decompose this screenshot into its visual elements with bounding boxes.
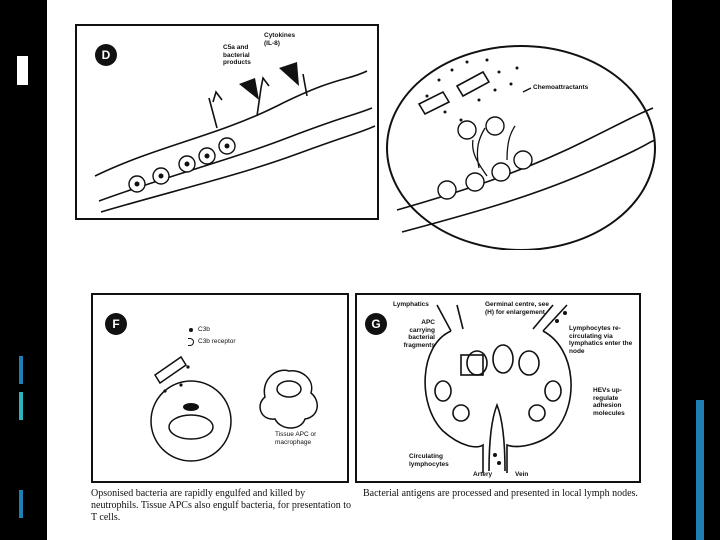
accent-bar-teal xyxy=(19,392,23,420)
scanned-figure: D C5a and bacterial products Cytokines (… xyxy=(47,0,672,540)
caption-left: Opsonised bacteria are rapidly engulfed … xyxy=(91,488,353,524)
lymph-node-drawing xyxy=(357,295,643,485)
phagocytosis-drawing xyxy=(93,295,351,485)
accent-bar-teal-2 xyxy=(19,490,23,518)
panel-e-drawing xyxy=(47,0,672,250)
panel-g: G Lymphatics APC carrying bacterial frag… xyxy=(355,293,641,483)
caption-right: Bacterial antigens are processed and pre… xyxy=(363,488,653,500)
accent-bar-blue xyxy=(19,356,23,384)
accent-bar-white xyxy=(17,56,28,85)
accent-bar-right xyxy=(696,400,704,540)
label-chemoattractants: Chemoattractants xyxy=(533,84,588,92)
panel-f: F C3b C3b receptor Tissue APC or macroph… xyxy=(91,293,349,483)
